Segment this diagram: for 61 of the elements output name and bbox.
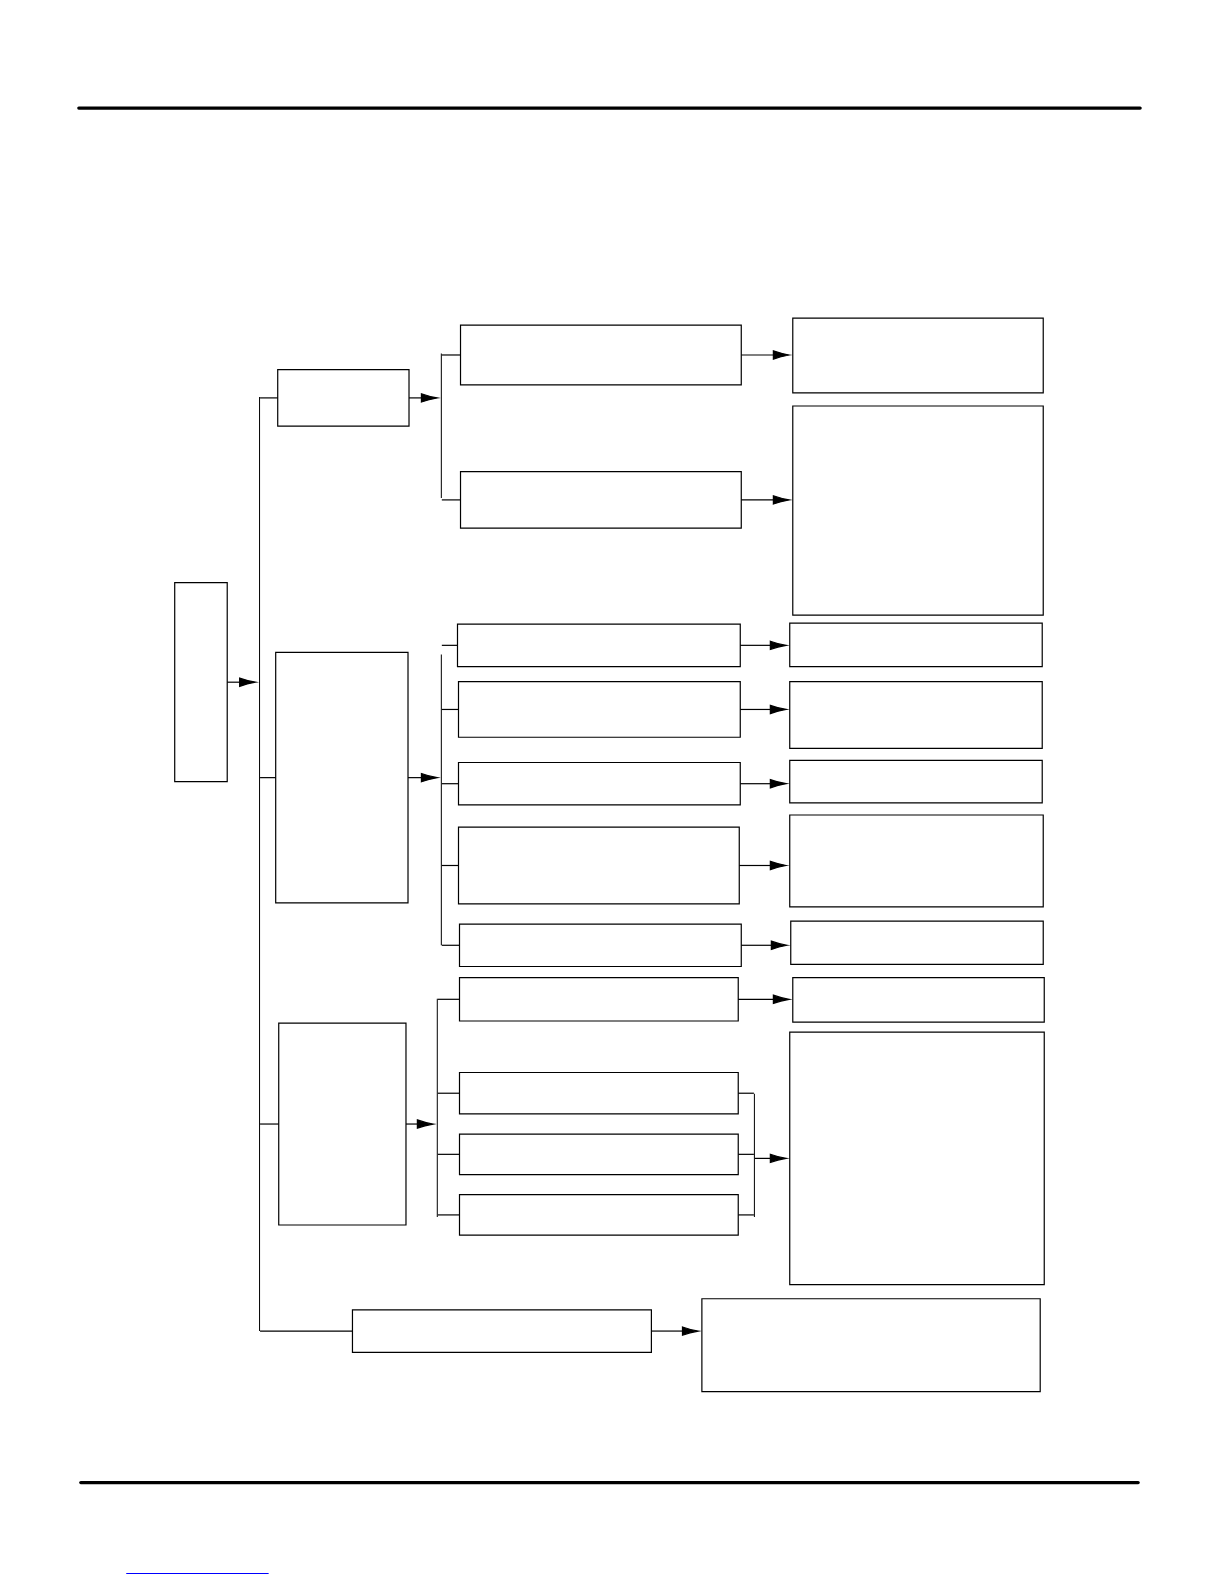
connector-line: [441, 944, 461, 946]
empty-box: [458, 1071, 739, 1115]
arrow: [405, 1119, 434, 1129]
empty-box: [458, 977, 739, 1022]
empty-box: [789, 814, 1044, 908]
empty-box: [789, 759, 1043, 804]
arrow: [408, 393, 438, 403]
junction-line: [440, 353, 442, 498]
empty-box: [792, 405, 1044, 616]
empty-box: [458, 1194, 739, 1236]
empty-box: [458, 923, 742, 968]
junction-line: [436, 998, 438, 1217]
empty-box: [456, 623, 741, 668]
empty-box: [459, 471, 742, 529]
empty-box: [792, 317, 1044, 394]
empty-box: [457, 761, 741, 806]
connector-line: [437, 1153, 461, 1155]
connector-line: [437, 1092, 461, 1094]
empty-box: [789, 622, 1043, 668]
arrow: [754, 1153, 787, 1164]
connector-line: [441, 644, 459, 646]
empty-box: [792, 977, 1045, 1023]
empty-box: [789, 1031, 1045, 1286]
empty-box: [174, 582, 228, 783]
connector-line: [259, 1123, 280, 1125]
empty-box: [701, 1298, 1041, 1393]
empty-box: [459, 324, 742, 386]
connector-line: [441, 708, 460, 711]
arrow: [740, 495, 790, 505]
arrow: [226, 677, 256, 687]
connector-line: [259, 777, 277, 779]
empty-box: [457, 826, 740, 905]
arrow: [740, 940, 788, 950]
connector-line: [441, 783, 460, 785]
junction-line: [753, 1093, 755, 1217]
arrow: [740, 350, 790, 360]
connector-line: [737, 1214, 755, 1216]
connector-line: [437, 1214, 461, 1216]
connector-line: [737, 1153, 755, 1155]
arrow: [739, 779, 787, 789]
connector-line: [259, 1330, 354, 1332]
junction-line: [259, 396, 261, 1332]
junction-line: [440, 654, 442, 946]
arrow: [407, 772, 438, 783]
connector-line: [441, 499, 462, 501]
empty-box: [789, 681, 1043, 749]
arrow: [737, 994, 790, 1005]
empty-box: [457, 681, 741, 738]
connector-line: [737, 1092, 755, 1094]
empty-box: [275, 651, 409, 904]
empty-box: [277, 369, 410, 427]
empty-box: [351, 1309, 652, 1353]
connector-line: [441, 864, 460, 867]
empty-box: [458, 1133, 739, 1176]
connector-line: [259, 397, 279, 399]
connector-line: [441, 354, 462, 356]
arrow: [650, 1326, 699, 1336]
empty-box: [790, 920, 1044, 966]
connector-line: [437, 998, 461, 1000]
arrow: [739, 640, 787, 651]
empty-box: [278, 1022, 407, 1226]
